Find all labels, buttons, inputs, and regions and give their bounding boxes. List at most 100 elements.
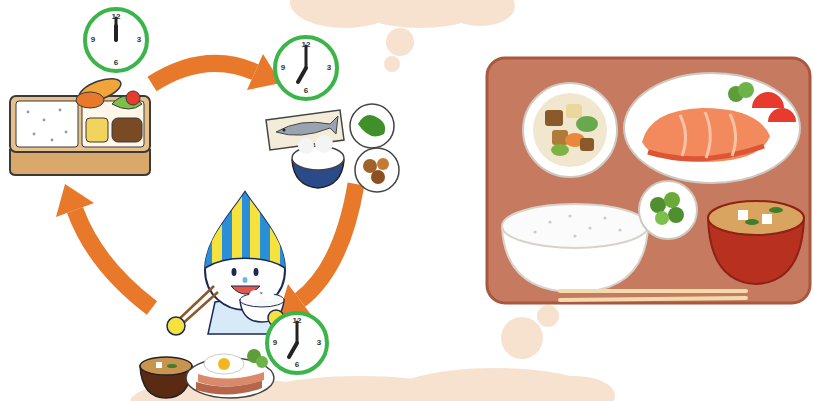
clock-numeral: 9 <box>273 339 277 347</box>
simmered-bowl <box>580 138 594 151</box>
mascot <box>240 293 284 307</box>
bento-box <box>10 74 150 175</box>
clock-numeral: 3 <box>137 36 141 44</box>
bento-box <box>59 109 62 112</box>
clock-face <box>85 9 147 71</box>
clock-numeral: 12 <box>293 317 302 325</box>
pickle-dish <box>664 192 680 208</box>
simmered-bowl <box>576 116 598 132</box>
thought-cloud <box>445 0 515 26</box>
bento-box <box>86 118 108 142</box>
rice-bowl <box>315 135 333 153</box>
mascot <box>262 289 274 301</box>
pickle-dish <box>655 211 669 225</box>
salmon-plate <box>624 73 800 183</box>
mascot <box>232 268 237 276</box>
chopsticks <box>560 291 746 300</box>
clock-numeral: 9 <box>281 64 285 72</box>
clock-numeral: 3 <box>327 64 331 72</box>
spinach-bowl <box>350 104 394 148</box>
rice-bowl <box>292 135 344 188</box>
clock-face <box>298 68 306 82</box>
clock-face <box>85 9 147 71</box>
clock-numeral: 3 <box>317 339 321 347</box>
mascot <box>205 258 285 268</box>
rice-bowl <box>502 204 648 248</box>
simmered-bowl <box>377 158 389 170</box>
egg-plate <box>204 354 244 374</box>
thought-cloud <box>535 376 615 401</box>
clock-face <box>305 46 308 68</box>
clock-numeral: 6 <box>304 87 308 95</box>
clock-face <box>115 18 118 40</box>
bento-box <box>43 119 46 122</box>
simmered-bowl <box>355 148 399 192</box>
meal-tray <box>487 58 810 303</box>
salmon-plate <box>768 108 796 122</box>
thought-cloud <box>386 28 414 56</box>
miso-soup-bowl <box>140 357 192 375</box>
mascot <box>249 290 261 302</box>
rice-bowl <box>548 220 551 223</box>
clock-face <box>275 37 337 99</box>
bento-box <box>16 101 78 147</box>
egg-plate <box>218 358 230 370</box>
rice-bowl <box>502 204 648 292</box>
rice-bowl <box>603 216 606 219</box>
mascot <box>222 190 232 270</box>
salmon-plate <box>738 82 754 98</box>
spinach-bowl <box>350 104 394 148</box>
miso-soup-bowl <box>745 219 759 225</box>
bento-box <box>10 150 150 175</box>
clock-face <box>267 313 327 373</box>
simmered-bowl <box>545 110 563 126</box>
simmered-bowl <box>523 83 617 177</box>
rice-bowl <box>298 138 314 154</box>
bento-box <box>126 91 140 105</box>
mascot <box>243 277 248 283</box>
miso-soup-bowl <box>156 362 162 368</box>
clock-numeral: 6 <box>114 59 118 67</box>
cycle-arrow <box>75 210 152 308</box>
salmon-plate <box>730 114 736 156</box>
rice-bowl <box>618 228 621 231</box>
mascot <box>260 190 270 270</box>
egg-plate <box>256 356 268 368</box>
mascot <box>167 190 290 335</box>
mascot <box>212 190 222 270</box>
rice-bowl <box>573 234 576 237</box>
pickle-dish <box>668 207 684 223</box>
mascot <box>200 190 290 270</box>
simmered-bowl <box>523 83 617 177</box>
clock-numeral: 12 <box>302 41 311 49</box>
salmon-plate <box>624 73 800 183</box>
clock-numeral: 12 <box>112 13 121 21</box>
bento-box <box>112 118 142 142</box>
clock-face <box>267 313 327 373</box>
clock-numeral: 6 <box>295 361 299 369</box>
bento-box <box>33 133 36 136</box>
mascot <box>254 268 259 276</box>
thought-cloud <box>537 305 559 327</box>
clock-numeral: 9 <box>91 36 95 44</box>
simmered-bowl <box>371 170 385 184</box>
pickle-dish <box>650 197 666 213</box>
miso-soup-bowl <box>708 201 804 235</box>
mascot <box>280 190 290 270</box>
bento-box <box>76 92 104 108</box>
salmon-plate <box>752 92 784 108</box>
chopsticks <box>560 289 746 293</box>
simmered-bowl <box>552 130 568 145</box>
clock-face <box>296 322 299 343</box>
clock-face <box>114 26 118 40</box>
mascot <box>180 292 218 326</box>
simmered-bowl <box>566 104 582 118</box>
thought-cloud <box>384 56 400 72</box>
cycle-arrow <box>56 184 94 217</box>
pickle-dish <box>639 181 697 239</box>
miso-soup-bowl <box>708 201 804 284</box>
miso-soup-bowl <box>769 207 783 213</box>
simmered-bowl <box>533 93 607 167</box>
simmered-bowl <box>551 144 569 156</box>
